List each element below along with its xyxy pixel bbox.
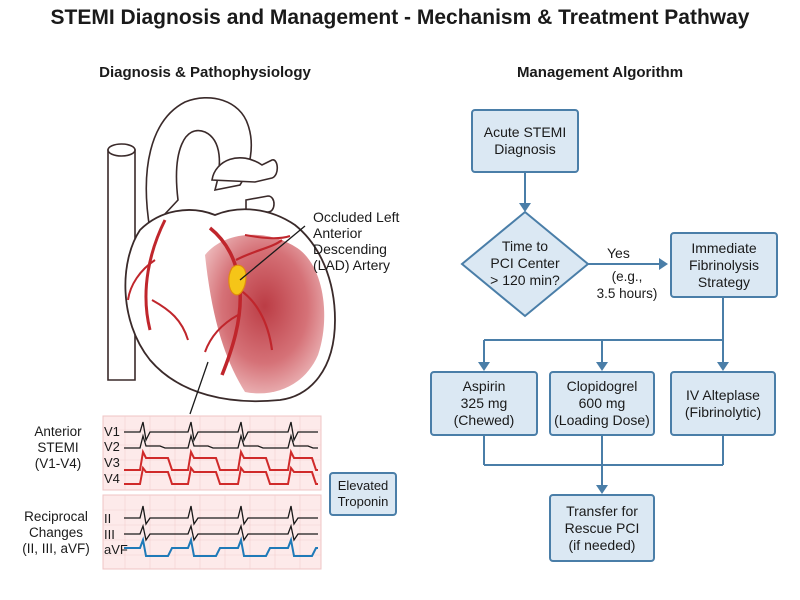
page-title: STEMI Diagnosis and Management - Mechani… bbox=[50, 6, 750, 29]
node-iv-alteplase: IV Alteplase (Fibrinolytic) bbox=[670, 371, 776, 436]
reciprocal-changes-label: Reciprocal Changes (II, III, aVF) bbox=[22, 509, 90, 556]
lead-label-v3: V3 bbox=[104, 455, 120, 470]
occlusion-site bbox=[228, 264, 247, 296]
node-immediate-fibrinolysis: Immediate Fibrinolysis Strategy bbox=[670, 232, 778, 298]
right-coronary-artery bbox=[144, 219, 167, 331]
lead-label-avf: aVF bbox=[104, 542, 128, 557]
node-aspirin: Aspirin 325 mg (Chewed) bbox=[430, 371, 538, 436]
ecg-trace-v4 bbox=[124, 465, 318, 485]
ecg-trace-avf bbox=[124, 536, 318, 557]
ecg-trace-v2 bbox=[124, 433, 318, 449]
decision-diamond bbox=[460, 210, 590, 318]
edge-yes-label: Yes bbox=[607, 245, 630, 261]
elevated-troponin-box: Elevated Troponin bbox=[329, 472, 397, 516]
lead-label-iii: III bbox=[104, 527, 115, 542]
right-panel-heading: Management Algorithm bbox=[516, 64, 684, 81]
edge-yes-note: (e.g., 3.5 hours) bbox=[596, 269, 658, 301]
occlusion-label: Occluded Left Anterior Descending (LAD) … bbox=[313, 209, 400, 273]
node-clopidogrel: Clopidogrel 600 mg (Loading Dose) bbox=[549, 371, 655, 436]
anterior-stemi-label: Anterior STEMI (V1-V4) bbox=[34, 424, 82, 471]
lead-label-v4: V4 bbox=[104, 471, 120, 486]
lead-label-v2: V2 bbox=[104, 439, 120, 454]
node-acute-stemi-diagnosis: Acute STEMI Diagnosis bbox=[471, 109, 579, 173]
ecg-trace-v1 bbox=[124, 421, 318, 443]
ecg-trace-v3 bbox=[124, 448, 318, 471]
aorta bbox=[145, 97, 253, 232]
ecg-grid-anterior bbox=[102, 415, 322, 491]
lead-label-v1: V1 bbox=[104, 424, 120, 439]
ecg-trace-iii bbox=[124, 523, 318, 542]
lead-label-ii: II bbox=[104, 511, 112, 526]
left-panel-heading: Diagnosis & Pathophysiology bbox=[99, 64, 311, 81]
ecg-trace-ii bbox=[124, 505, 318, 526]
node-decision-time-to-pci: Time to PCI Center > 120 min? bbox=[490, 238, 560, 288]
pulmonary-trunk bbox=[211, 156, 279, 183]
node-transfer-rescue-pci: Transfer for Rescue PCI (if needed) bbox=[549, 494, 655, 562]
